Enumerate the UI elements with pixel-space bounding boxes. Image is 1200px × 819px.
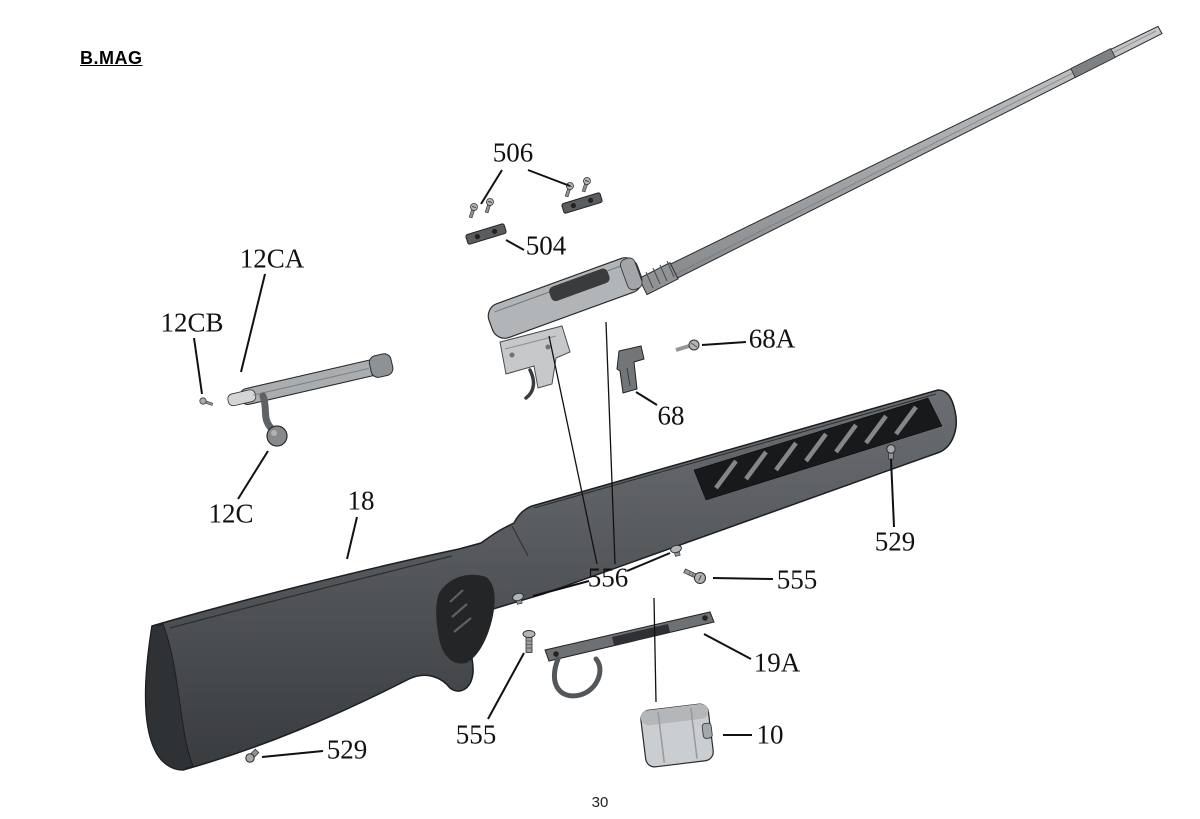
bolt-stop-68 xyxy=(616,345,645,394)
barrel-nut xyxy=(638,260,679,296)
scope-base-rear xyxy=(465,223,507,245)
page-number: 30 xyxy=(591,794,609,811)
butt-pad xyxy=(145,623,194,771)
muzzle-band xyxy=(1070,47,1116,79)
part-label-12cb: 12CB xyxy=(160,307,224,338)
part-label-506: 506 xyxy=(492,137,534,168)
part-label-12ca: 12CA xyxy=(239,243,305,274)
part-label-504: 504 xyxy=(525,230,567,261)
screw-555-right xyxy=(683,568,706,584)
bushing-556-left xyxy=(512,592,524,605)
trigger xyxy=(524,368,536,400)
trigger-guard-plate-19a xyxy=(544,611,715,699)
part-label-556: 556 xyxy=(587,562,629,593)
part-label-529-butt: 529 xyxy=(326,734,368,765)
page-title: B.MAG xyxy=(80,48,143,68)
magazine-10 xyxy=(640,703,714,768)
pin-12cb xyxy=(199,397,214,406)
trigger-assembly xyxy=(499,325,571,400)
pistol-grip-panel xyxy=(436,574,495,664)
part-label-12c: 12C xyxy=(208,498,254,529)
receiver xyxy=(487,257,643,339)
bolt-knob xyxy=(266,425,288,447)
part-label-68: 68 xyxy=(657,400,685,431)
sling-stud-butt xyxy=(245,748,260,763)
sling-stud-forend xyxy=(886,444,896,460)
part-label-68a: 68A xyxy=(748,323,796,354)
barrel xyxy=(638,25,1163,296)
part-label-10: 10 xyxy=(756,719,784,750)
bolt-assembly xyxy=(199,353,394,447)
part-label-555-right: 555 xyxy=(776,564,818,595)
bolt-handle xyxy=(259,392,275,432)
part-label-555-lower: 555 xyxy=(455,719,497,750)
part-label-529-forend: 529 xyxy=(874,526,916,557)
scope-base-front xyxy=(561,192,603,214)
part-label-19a: 19A xyxy=(753,647,801,678)
bushing-556-right xyxy=(670,544,682,557)
part-label-18: 18 xyxy=(347,485,375,516)
stock xyxy=(144,389,957,771)
screw-555-lower xyxy=(522,630,536,653)
leader-lines xyxy=(193,169,895,758)
screw-68a xyxy=(675,339,700,352)
ejection-port xyxy=(549,268,610,302)
